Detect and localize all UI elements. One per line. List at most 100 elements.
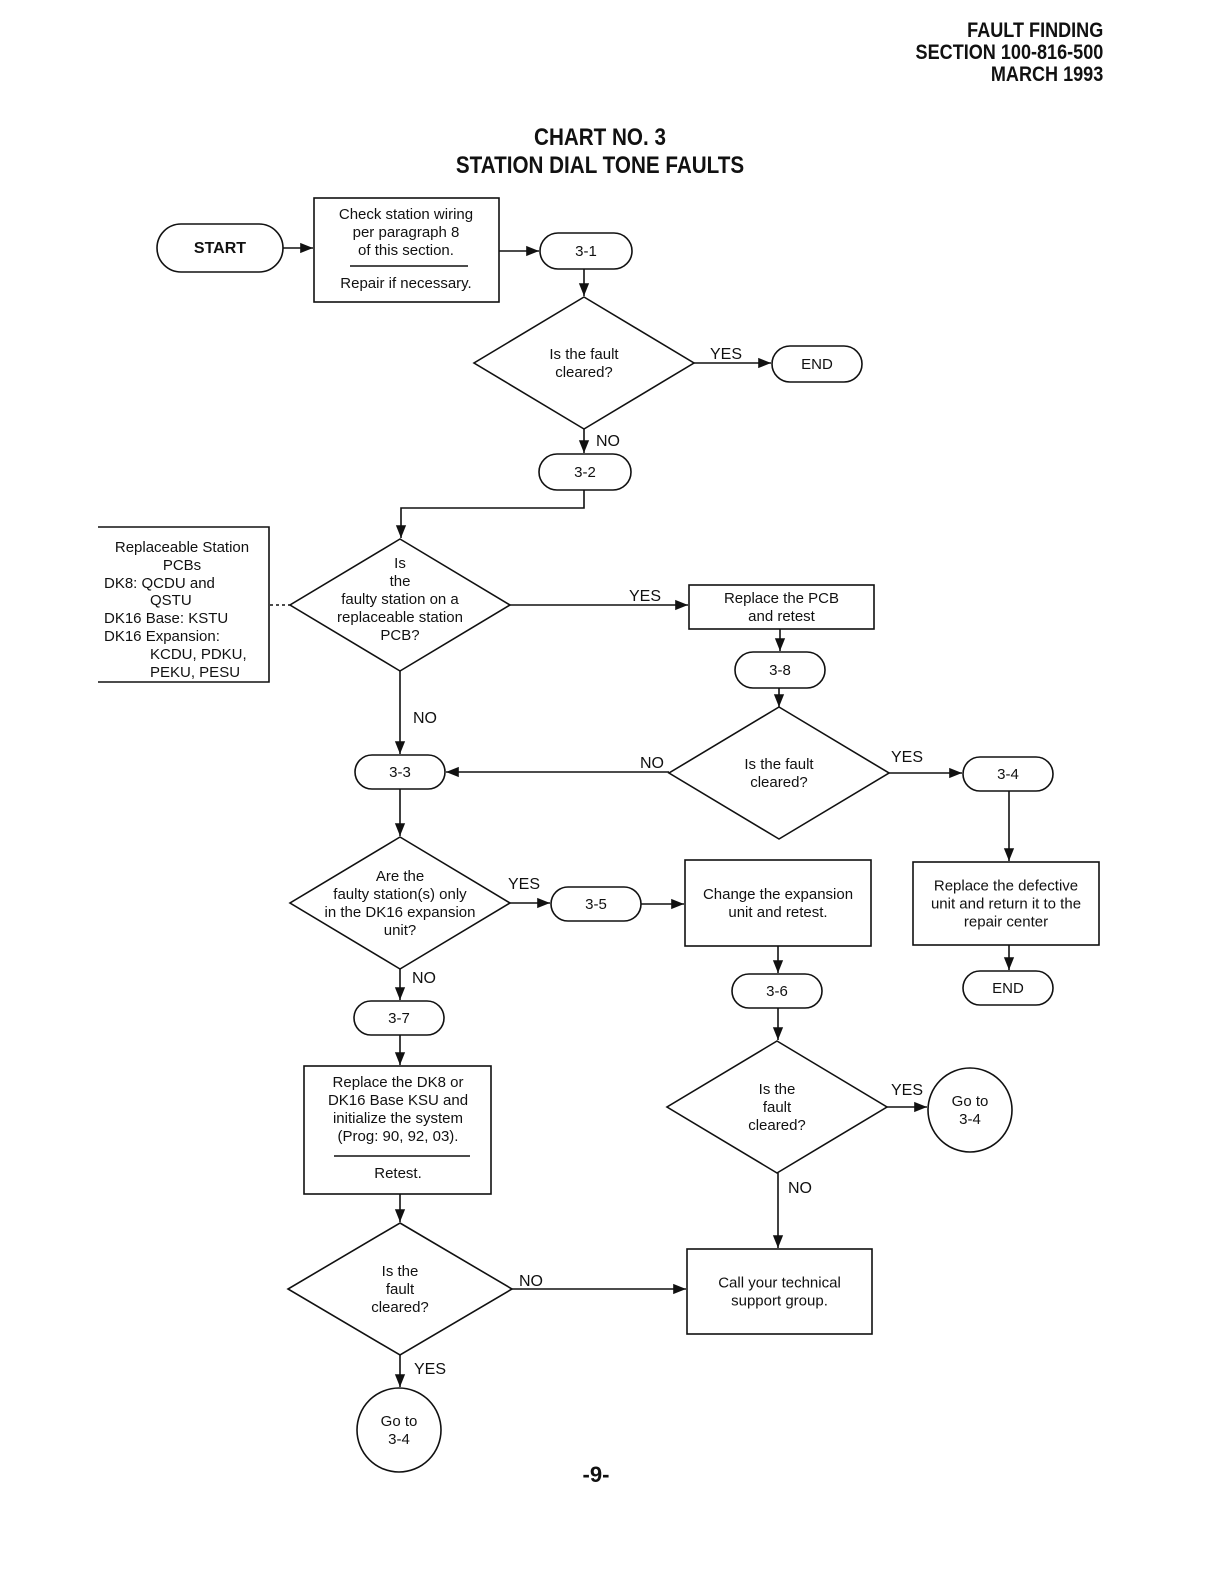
flowchart-edges <box>270 242 1015 1387</box>
label-d2-yes: YES <box>629 588 661 605</box>
replace-ksu-box-line: (Prog: 90, 92, 03). <box>338 1128 459 1145</box>
label-d5-yes: YES <box>891 1082 923 1099</box>
decision-fault-cleared-1-line: Is the fault <box>549 346 619 363</box>
end-terminal-2: END <box>962 970 1054 1006</box>
decision-fault-cleared-3-line: cleared? <box>748 1117 806 1134</box>
end-terminal-2-shape <box>962 970 1054 1006</box>
label-d4-no: NO <box>412 970 436 987</box>
check-wiring-box-line: Check station wiring <box>339 206 473 223</box>
connector-3-3-shape <box>354 754 446 790</box>
connector-3-8: 3-8 <box>734 651 826 689</box>
connector-3-5-shape <box>550 886 642 922</box>
replace-defective-box-line: Replace the defective <box>934 878 1078 895</box>
replaceable-pcb-note-border <box>98 526 270 683</box>
connector-3-1-shape <box>539 232 633 270</box>
replace-ksu-box-line: initialize the system <box>333 1110 463 1127</box>
page-number: -9- <box>582 1462 610 1487</box>
change-expansion-box-line: Change the expansion <box>703 886 853 903</box>
end-terminal-1-line: END <box>801 356 833 373</box>
chart-title-number: CHART NO. 3 <box>534 124 666 151</box>
decision-replaceable-pcb-shape <box>288 538 512 672</box>
connector-3-8-shape <box>734 651 826 689</box>
start-terminal-shape <box>156 223 284 273</box>
replaceable-pcb-note-line: DK16 Expansion: <box>104 628 220 645</box>
connector-3-2-shape <box>538 453 632 491</box>
decision-fault-cleared-2-shape <box>667 706 891 840</box>
end-terminal-1: END <box>771 345 863 383</box>
header-section-title: FAULT FINDING <box>966 19 1103 42</box>
header-date: MARCH 1993 <box>990 63 1103 86</box>
decision-fault-cleared-2-line: Is the fault <box>744 756 814 773</box>
decision-fault-cleared-4-line: Is the <box>382 1263 419 1280</box>
connector-3-5-line: 3-5 <box>585 896 607 913</box>
goto-3-4-right: Go to3-4 <box>927 1067 1013 1153</box>
decision-expansion-unit-line: Are the <box>376 868 424 885</box>
label-d1-yes: YES <box>710 346 742 363</box>
decision-replaceable-pcb-line: faulty station on a <box>341 591 459 608</box>
connector-3-8-line: 3-8 <box>769 662 791 679</box>
end-terminal-2-line: END <box>992 980 1024 997</box>
connector-3-6: 3-6 <box>731 973 823 1009</box>
check-wiring-box-line: Repair if necessary. <box>340 275 471 292</box>
replace-ksu-box-line: Replace the DK8 or <box>333 1074 464 1091</box>
decision-fault-cleared-3-shape <box>665 1040 889 1174</box>
connector-3-4: 3-4 <box>962 756 1054 792</box>
label-d3-no: NO <box>640 755 664 772</box>
label-d6-no: NO <box>519 1273 543 1290</box>
decision-expansion-unit-line: faulty station(s) only <box>333 886 467 903</box>
replace-defective-box-line: repair center <box>964 914 1048 931</box>
decision-fault-cleared-4-shape <box>286 1222 514 1356</box>
goto-3-4-bottom-shape <box>356 1387 442 1473</box>
replaceable-pcb-note-line: QSTU <box>150 592 192 609</box>
replace-ksu-box-line: DK16 Base KSU and <box>328 1092 468 1109</box>
connector-3-6-line: 3-6 <box>766 983 788 1000</box>
decision-fault-cleared-1-line: cleared? <box>555 364 613 381</box>
goto-3-4-bottom-line: Go to <box>381 1413 418 1430</box>
goto-3-4-bottom-line: 3-4 <box>388 1431 410 1448</box>
check-wiring-box-line: per paragraph 8 <box>353 224 460 241</box>
call-support-box-shape <box>686 1248 873 1335</box>
replaceable-pcb-note-line: DK16 Base: KSTU <box>104 610 228 627</box>
replaceable-pcb-note-line: PEKU, PESU <box>150 664 240 681</box>
connector-3-5: 3-5 <box>550 886 642 922</box>
connector-3-6-shape <box>731 973 823 1009</box>
chart-title: CHART NO. 3 STATION DIAL TONE FAULTS <box>84 124 1116 180</box>
decision-expansion-unit-line: in the DK16 expansion <box>325 904 476 921</box>
replaceable-pcb-note-line: KCDU, PDKU, <box>150 646 247 663</box>
replaceable-pcb-note-line: DK8: QCDU and <box>104 575 215 592</box>
connector-3-1: 3-1 <box>539 232 633 270</box>
connector-3-4-line: 3-4 <box>997 766 1019 783</box>
check-wiring-box-line: of this section. <box>358 242 454 259</box>
label-d4-yes: YES <box>508 876 540 893</box>
decision-fault-cleared-3-line: fault <box>763 1099 792 1116</box>
start-terminal: START <box>156 223 284 273</box>
check-wiring-box-shape <box>313 197 500 303</box>
decision-replaceable-pcb-line: PCB? <box>380 627 419 644</box>
replace-pcb-box-line: and retest <box>748 608 816 625</box>
label-d1-no: NO <box>596 433 620 450</box>
goto-3-4-right-line: 3-4 <box>959 1111 981 1128</box>
connector-3-4-shape <box>962 756 1054 792</box>
edge-3-2-to-d2 <box>395 490 585 538</box>
goto-3-4-right-shape <box>927 1067 1013 1153</box>
call-support-box-line: support group. <box>731 1293 828 1310</box>
end-terminal-1-shape <box>771 345 863 383</box>
connector-3-2-line: 3-2 <box>574 464 596 481</box>
connector-3-1-line: 3-1 <box>575 243 597 260</box>
replace-pcb-box-shape <box>688 584 875 630</box>
replace-defective-box-shape <box>912 861 1100 946</box>
decision-replaceable-pcb-line: replaceable station <box>337 609 463 626</box>
replace-ksu-box-shape <box>303 1065 492 1195</box>
decision-fault-cleared-3-line: Is the <box>759 1081 796 1098</box>
